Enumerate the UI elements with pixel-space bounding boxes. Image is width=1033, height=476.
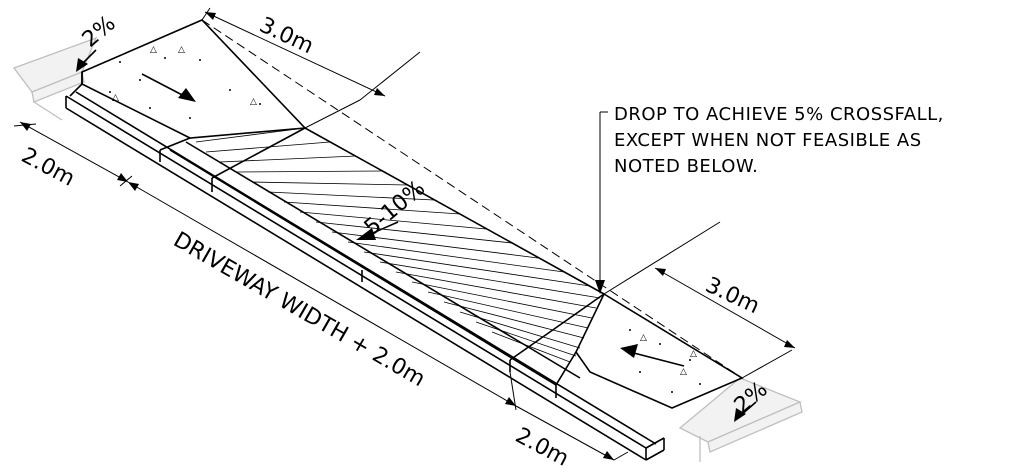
concrete-texture: △ △ △ △ △ △ △ [109, 45, 701, 393]
curb-edges [65, 91, 665, 461]
svg-text:△: △ [250, 97, 257, 107]
existing-sidewalk-right [678, 377, 803, 462]
ramp-hatching [195, 127, 601, 363]
svg-text:△: △ [680, 367, 687, 377]
dim-right-2m: 2.0m [511, 423, 573, 472]
note-line-3: NOTED BELOW. [614, 156, 758, 177]
note-line-2: EXCEPT WHEN NOT FEASIBLE AS [614, 130, 922, 151]
svg-text:△: △ [640, 333, 647, 343]
svg-text:△: △ [178, 45, 185, 55]
dim-left-2m: 2.0m [17, 143, 79, 192]
svg-text:△: △ [690, 349, 697, 359]
dimension-lines [13, 7, 796, 461]
ramp-back-edge [201, 19, 743, 379]
svg-text:△: △ [150, 45, 157, 55]
bottom-flare-slab [575, 292, 744, 409]
dim-top-3m: 3.0m [255, 13, 317, 60]
slope-arrows [76, 49, 757, 422]
existing-sidewalk-left [12, 36, 98, 121]
svg-text:△: △ [112, 93, 119, 103]
top-flare-slab [69, 19, 307, 139]
dim-driveway-width: DRIVEWAY WIDTH + 2.0m [169, 228, 429, 393]
crossfall-note: DROP TO ACHIEVE 5% CROSSFALL, EXCEPT WHE… [614, 104, 944, 177]
note-line-1: DROP TO ACHIEVE 5% CROSSFALL, [614, 104, 944, 125]
